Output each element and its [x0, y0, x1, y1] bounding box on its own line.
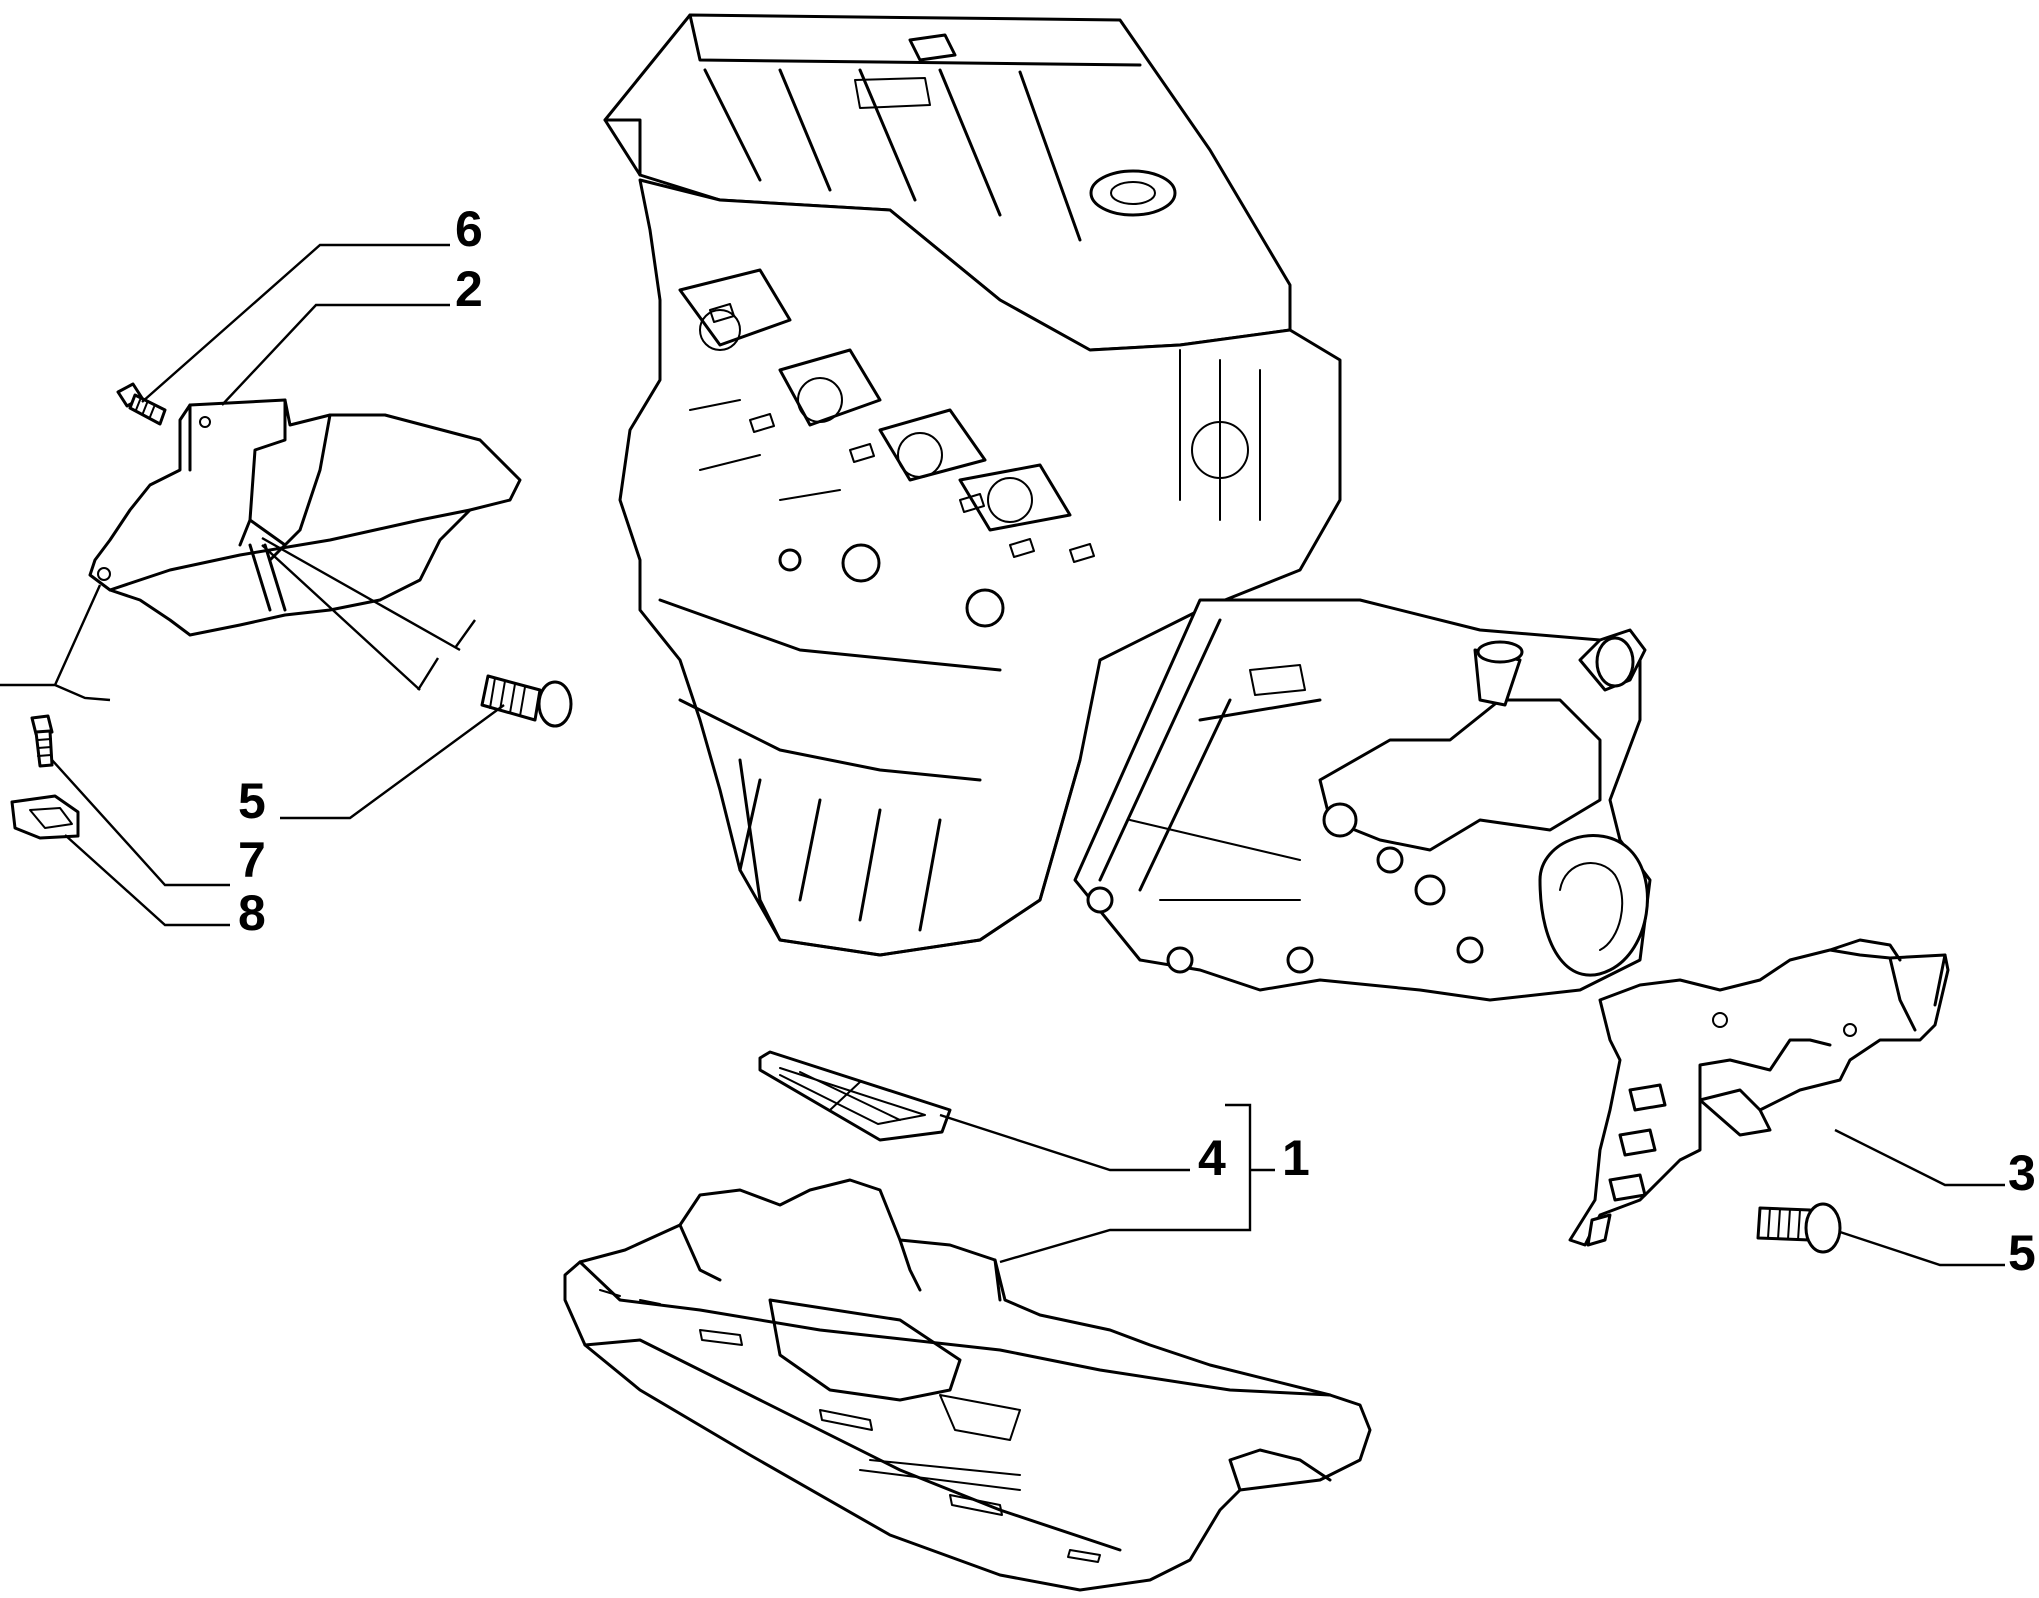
part-3-right-splash-shield	[1568, 938, 1950, 1247]
part-7-bolt	[30, 714, 54, 768]
callout-5-right: 5	[2008, 1225, 2036, 1281]
part-4-pad	[758, 1050, 952, 1142]
callout-7: 7	[238, 832, 266, 888]
part-5-push-rivet-left	[480, 674, 573, 728]
part-5-push-rivet-right	[1756, 1202, 1842, 1254]
part-2-left-splash-shield	[88, 398, 522, 637]
callout-6: 6	[455, 201, 483, 257]
stud-bolts	[709, 303, 1095, 563]
engine-assembly	[603, 13, 1652, 1002]
callout-2: 2	[455, 261, 483, 317]
callout-5-left: 5	[238, 773, 266, 829]
callout-1: 1	[1282, 1130, 1310, 1186]
callout-3: 3	[2008, 1145, 2036, 1201]
part-1-engine-undertray	[563, 1178, 1372, 1592]
part-8-clip-nut	[10, 794, 80, 840]
part-6-bolt	[116, 382, 167, 426]
leader-lines	[0, 243, 2005, 1267]
callout-labels: 6 2 5 7 8 4 1 3 5	[238, 201, 2036, 1281]
callout-4: 4	[1198, 1130, 1226, 1186]
callout-8: 8	[238, 885, 266, 941]
